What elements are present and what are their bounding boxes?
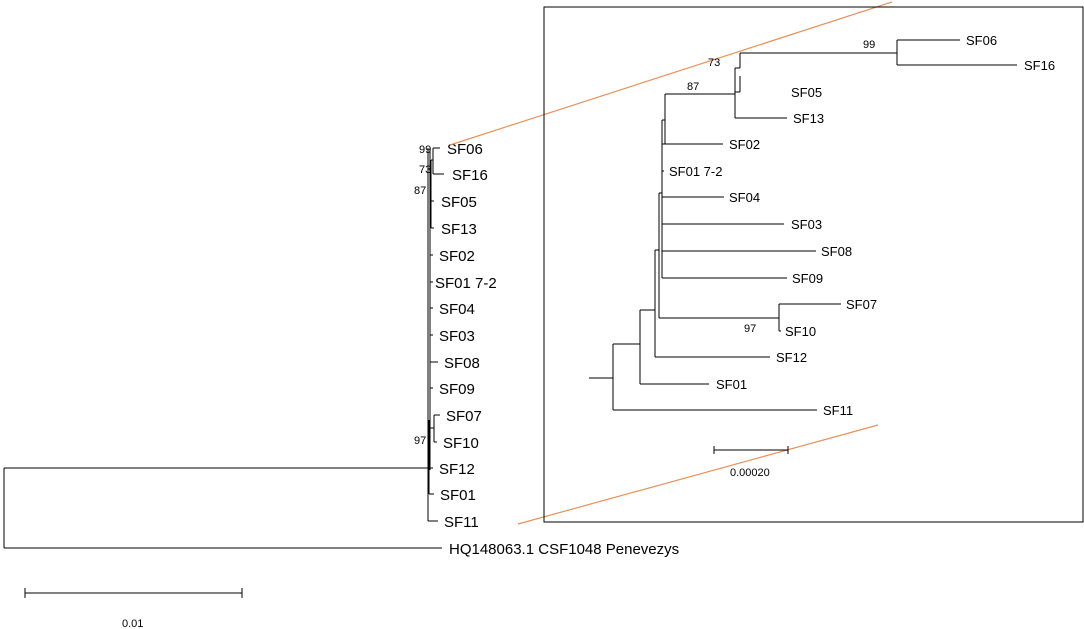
inset-leaf-label: SF01 — [716, 377, 747, 392]
main-leaf-label: SF02 — [439, 248, 475, 265]
main-leaf-label: SF04 — [439, 301, 475, 318]
inset-leaf-label: SF13 — [793, 111, 824, 126]
inset-leaf-label: SF16 — [1024, 58, 1055, 73]
zoom-line-bottom — [517, 424, 879, 525]
outgroup-label: HQ148063.1 CSF1048 Penevezys — [449, 541, 679, 558]
main-leaf-label: SF01 — [440, 487, 476, 504]
bootstrap-value: 87 — [687, 81, 699, 93]
main-leaf-label: SF16 — [452, 167, 488, 184]
bootstrap-value: 73 — [419, 164, 431, 176]
main-tree: SF06 SF16 SF05 SF13 SF02 SF01 7-2 SF04 S… — [3, 141, 679, 629]
main-leaf-label: SF08 — [444, 355, 480, 372]
bootstrap-value: 73 — [708, 57, 720, 69]
main-leaf-label: SF10 — [443, 435, 479, 452]
inset-leaf-label: SF09 — [792, 271, 823, 286]
bootstrap-value: 97 — [744, 323, 756, 335]
inset-leaf-label: SF11 — [823, 403, 853, 418]
main-tree-leaf-labels: SF06 SF16 SF05 SF13 SF02 SF01 7-2 SF04 S… — [435, 141, 679, 558]
inset-leaf-label: SF10 — [785, 324, 816, 339]
bootstrap-value: 99 — [419, 144, 431, 156]
bootstrap-value: 97 — [414, 435, 426, 447]
main-leaf-label: SF07 — [446, 408, 482, 425]
zoom-indicator — [449, 1, 893, 525]
inset-panel: SF06 SF16 SF05 SF13 SF02 SF01 7-2 SF04 S… — [543, 6, 1084, 523]
main-tree-branches — [3, 147, 444, 549]
main-leaf-label: SF06 — [447, 141, 483, 158]
inset-tree-branches — [589, 39, 1017, 411]
inset-leaf-label: SF06 — [966, 33, 997, 48]
zoom-line-top — [449, 1, 893, 146]
main-leaf-label: SF11 — [444, 514, 479, 531]
main-leaf-label: SF05 — [441, 194, 477, 211]
inset-leaf-label: SF01 7-2 — [669, 164, 722, 179]
inset-leaf-label: SF05 — [791, 85, 822, 100]
main-leaf-label: SF09 — [439, 381, 475, 398]
main-tree-bootstrap-values: 99 73 87 97 — [414, 144, 431, 447]
bootstrap-value: 87 — [414, 185, 426, 197]
inset-leaf-label: SF07 — [846, 297, 877, 312]
inset-leaf-label: SF03 — [791, 217, 822, 232]
main-scale-label: 0.01 — [122, 618, 143, 629]
main-leaf-label: SF12 — [439, 461, 475, 478]
inset-scale-bar: 0.00020 — [713, 446, 789, 479]
inset-leaf-label: SF02 — [729, 137, 760, 152]
bootstrap-value: 99 — [863, 39, 875, 51]
main-scale-bar: 0.01 — [24, 588, 243, 629]
inset-leaf-label: SF04 — [729, 190, 760, 205]
inset-scale-label: 0.00020 — [730, 467, 770, 479]
inset-tree-bootstrap-values: 99 73 87 97 — [687, 39, 875, 335]
inset-leaf-label: SF12 — [776, 350, 807, 365]
main-leaf-label: SF01 7-2 — [435, 275, 497, 292]
inset-leaf-label: SF08 — [821, 244, 852, 259]
main-leaf-label: SF03 — [439, 328, 475, 345]
inset-frame — [543, 6, 1084, 523]
main-leaf-label: SF13 — [441, 221, 477, 238]
inset-tree-leaf-labels: SF06 SF16 SF05 SF13 SF02 SF01 7-2 SF04 S… — [669, 33, 1055, 418]
